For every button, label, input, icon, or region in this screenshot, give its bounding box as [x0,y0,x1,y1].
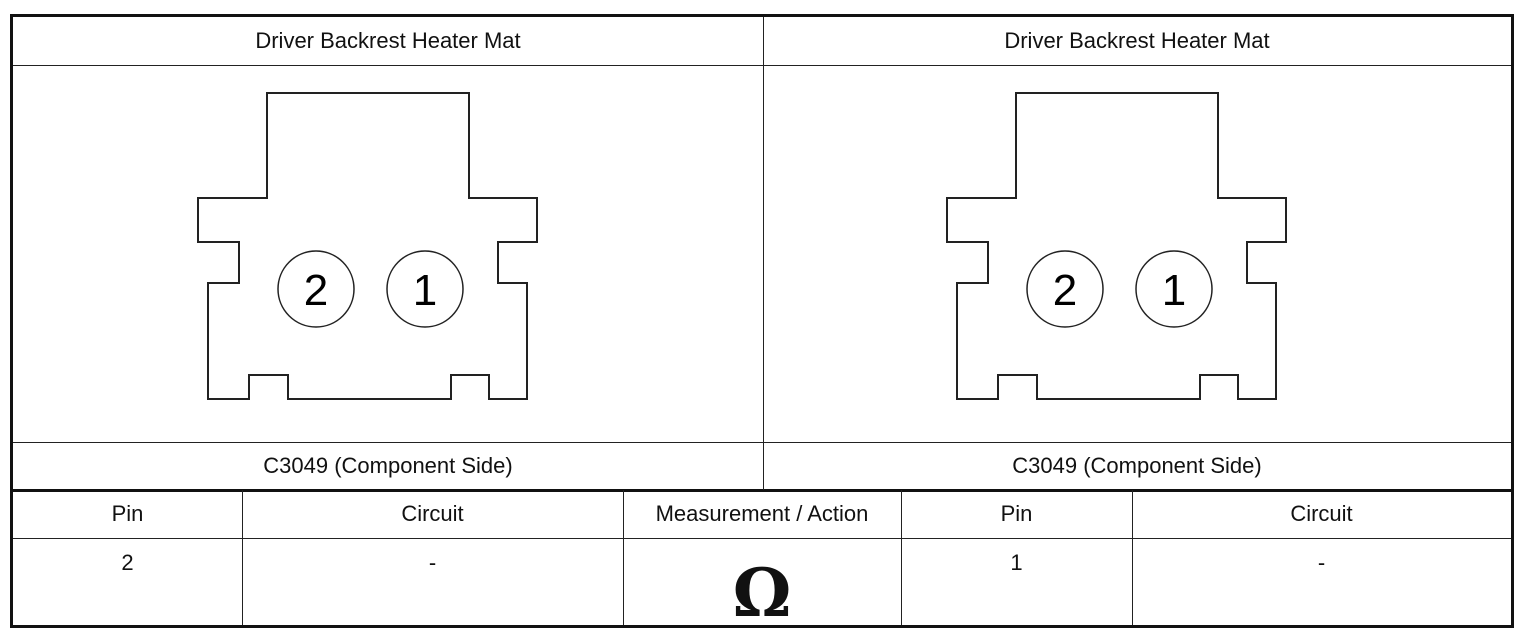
header-pin-b: Pin [1000,501,1033,526]
pin-1-circle [1135,250,1213,328]
pin-1-label: 1 [413,266,437,315]
grid-line [242,490,243,625]
value-pin-a: 2 [121,550,134,575]
right-title: Driver Backrest Heater Mat [1004,28,1270,53]
pin-1-circle [386,250,464,328]
table-frame: Driver Backrest Heater Mat Driver Backre… [10,14,1514,632]
connector-outline [946,92,1287,400]
right-connector-caption: C3049 (Component Side) [1012,453,1262,478]
pin-2-circle [277,250,355,328]
grid-line-thick [13,489,1511,492]
left-connector-caption: C3049 (Component Side) [263,453,513,478]
grid-line [13,442,1511,443]
value-circuit-b: - [1317,550,1326,575]
left-connector-diagram: 2 1 [13,65,763,442]
right-connector-diagram: 2 1 [763,65,1511,442]
value-circuit-a: - [428,550,437,575]
grid-line [13,65,1511,66]
pin-2-circle [1026,250,1104,328]
pin-1-label: 1 [1162,266,1186,315]
grid-line [623,490,624,625]
pin-2-label: 2 [1053,266,1077,315]
header-circuit-b: Circuit [1290,501,1353,526]
pin-2-label: 2 [304,266,328,315]
connector-outline [197,92,538,400]
grid-line [13,538,1511,539]
grid-line [901,490,902,625]
header-pin-a: Pin [111,501,144,526]
grid-line [763,17,764,490]
left-title: Driver Backrest Heater Mat [255,28,521,53]
value-pin-b: 1 [1010,550,1023,575]
measurement-cell: Ω [623,538,901,632]
header-measurement: Measurement / Action [655,501,869,526]
grid-line [1132,490,1133,625]
header-circuit-a: Circuit [401,501,464,526]
ohm-icon: Ω [732,553,792,632]
